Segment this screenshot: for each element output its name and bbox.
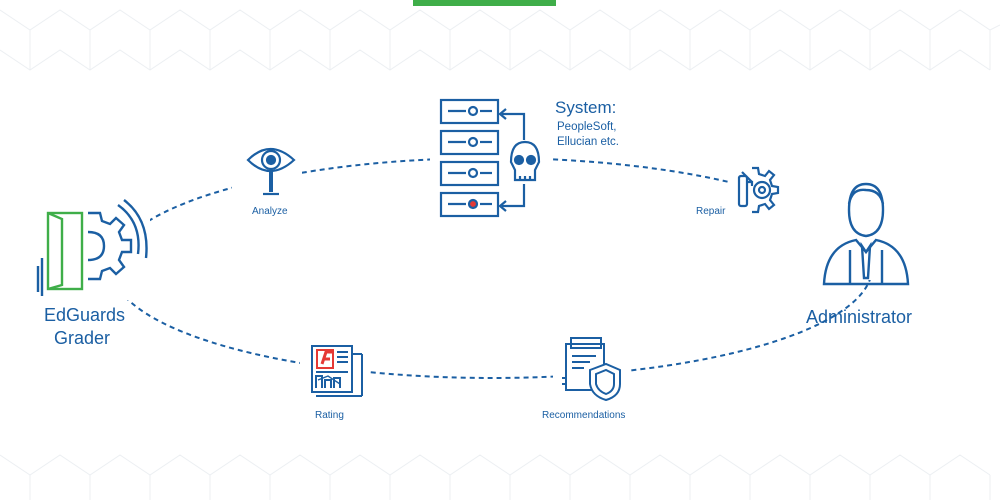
step-rating-label: Rating xyxy=(315,410,344,421)
grader-label-line2: Grader xyxy=(54,328,111,348)
step-recommendations-label: Recommendations xyxy=(542,410,626,421)
skull-icon xyxy=(509,140,541,182)
system-line2: Ellucian etc. xyxy=(557,136,620,148)
system-line1: PeopleSoft, xyxy=(557,121,617,133)
edguards-logo-icon xyxy=(36,199,148,296)
eye-magnifier-icon xyxy=(246,147,296,196)
grader-label-line1: EdGuards xyxy=(44,305,126,325)
system-title: System: xyxy=(555,98,617,117)
step-analyze-label: Analyze xyxy=(252,206,288,217)
gear-wrench-icon xyxy=(737,166,780,214)
step-repair-label: Repair xyxy=(696,206,726,217)
administrator-label: Administrator xyxy=(806,307,913,327)
top-accent-bar xyxy=(413,0,556,6)
server-stack-icon xyxy=(439,98,526,218)
rating-report-icon xyxy=(311,345,363,397)
administrator-person-icon xyxy=(822,182,910,286)
recommendations-shield-icon xyxy=(562,337,621,402)
